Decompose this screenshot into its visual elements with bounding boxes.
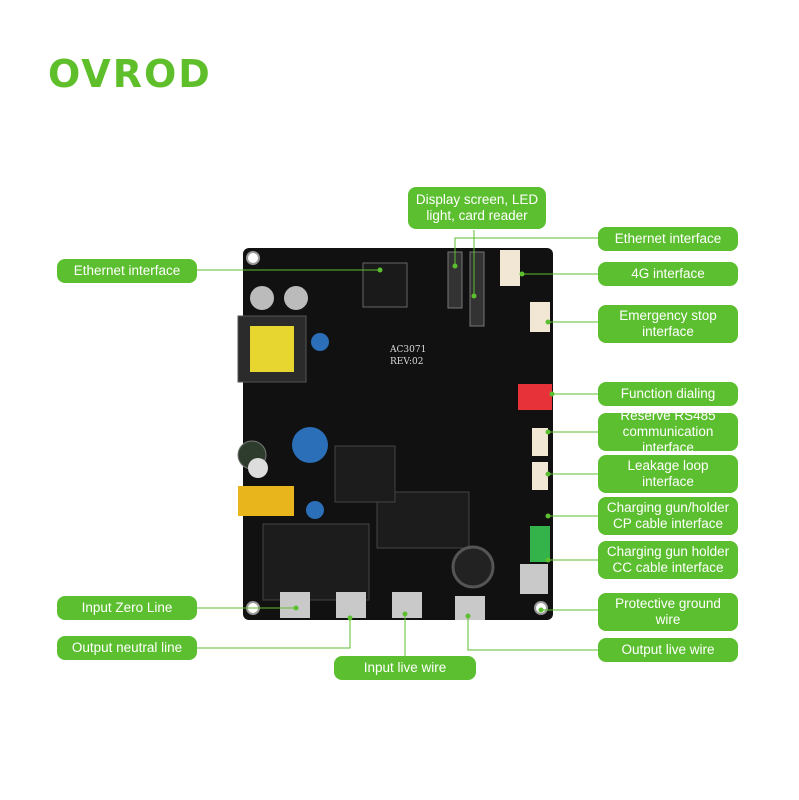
callout-protective-ground: Protective ground wire	[598, 593, 738, 631]
board-revision: REV:02	[390, 357, 423, 367]
callout-input-zero: Input Zero Line	[57, 596, 197, 620]
callout-input-live: Input live wire	[334, 656, 476, 680]
callout-rs485: Reserve RS485 communication interface	[598, 408, 738, 455]
callout-cc-cable: Charging gun holder CC cable interface	[598, 541, 738, 579]
callout-ethernet-right: Ethernet interface	[598, 227, 738, 251]
board-model: AC3071	[389, 345, 426, 355]
callout-emergency-stop: Emergency stop interface	[598, 305, 738, 343]
callout-output-live: Output live wire	[598, 638, 738, 662]
callout-cp-cable: Charging gun/holder CP cable interface	[598, 497, 738, 535]
callout-output-neutral: Output neutral line	[57, 636, 197, 660]
callout-leakage-loop: Leakage loop interface	[598, 455, 738, 493]
leader-lines	[196, 230, 598, 658]
callout-function-dialing: Function dialing	[598, 382, 738, 406]
callout-display-led-card: Display screen, LED light, card reader	[408, 187, 546, 229]
brand-logo: OVROD	[48, 52, 212, 96]
callout-4g: 4G interface	[598, 262, 738, 286]
callout-ethernet-left: Ethernet interface	[57, 259, 197, 283]
